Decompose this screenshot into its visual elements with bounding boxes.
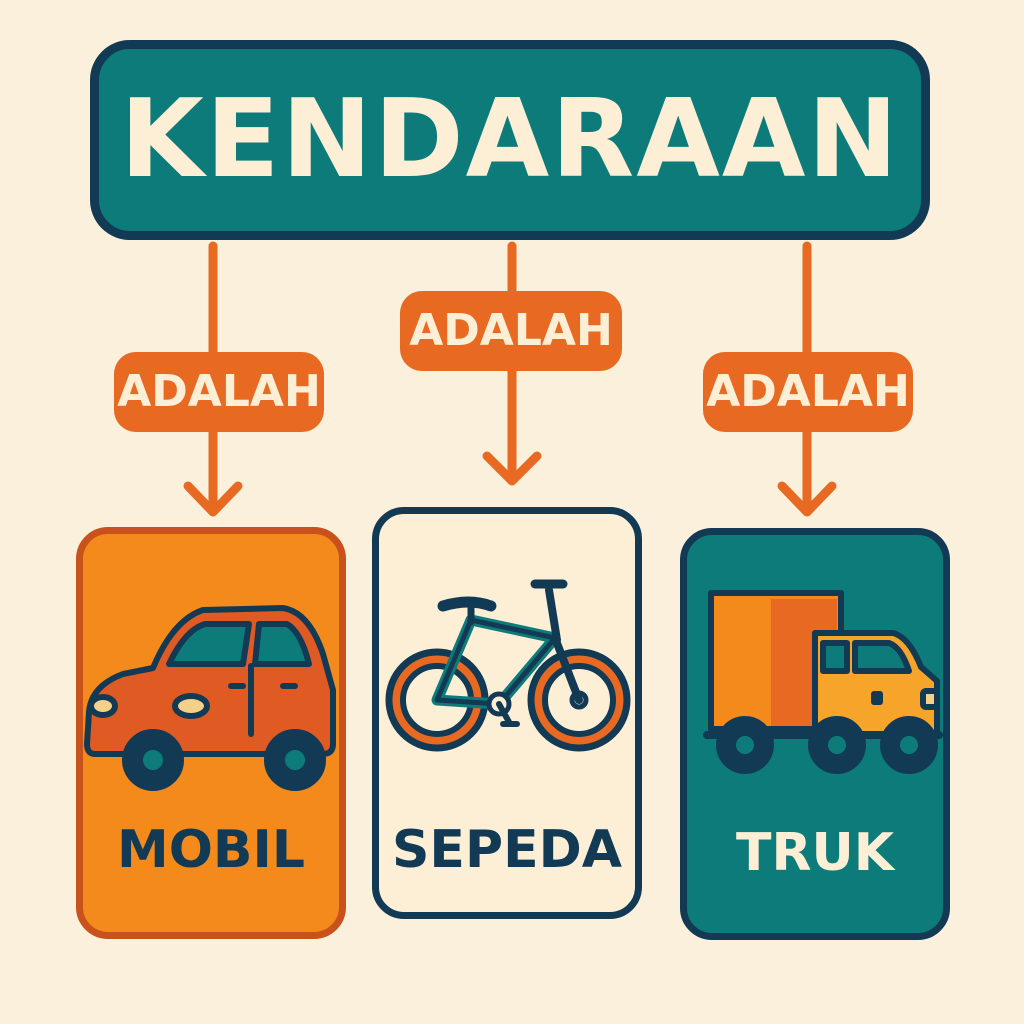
vehicle-name: SEPEDA — [391, 820, 622, 880]
relation-label-sepeda: ADALAH — [400, 291, 622, 371]
vehicle-name: TRUK — [735, 823, 895, 883]
vehicle-card-truk: TRUK — [680, 528, 950, 940]
vehicle-name: MOBIL — [116, 820, 306, 880]
bicycle-icon — [385, 579, 631, 752]
vehicle-card-mobil: MOBIL — [76, 527, 346, 939]
arrow-head-sepeda — [482, 451, 542, 486]
title-box: KENDARAAN — [90, 40, 930, 240]
arrow-head-truk — [777, 481, 837, 517]
relation-label-text: ADALAH — [706, 366, 910, 417]
vehicle-card-sepeda: SEPEDA — [372, 507, 642, 919]
title-text: KENDARAAN — [120, 77, 900, 202]
relation-label-text: ADALAH — [409, 305, 613, 356]
relation-label-truk: ADALAH — [703, 352, 913, 432]
relation-label-text: ADALAH — [117, 366, 321, 417]
truck-icon — [703, 590, 943, 774]
car-icon — [84, 605, 336, 791]
relation-label-mobil: ADALAH — [114, 352, 324, 432]
arrow-head-mobil — [183, 481, 243, 517]
